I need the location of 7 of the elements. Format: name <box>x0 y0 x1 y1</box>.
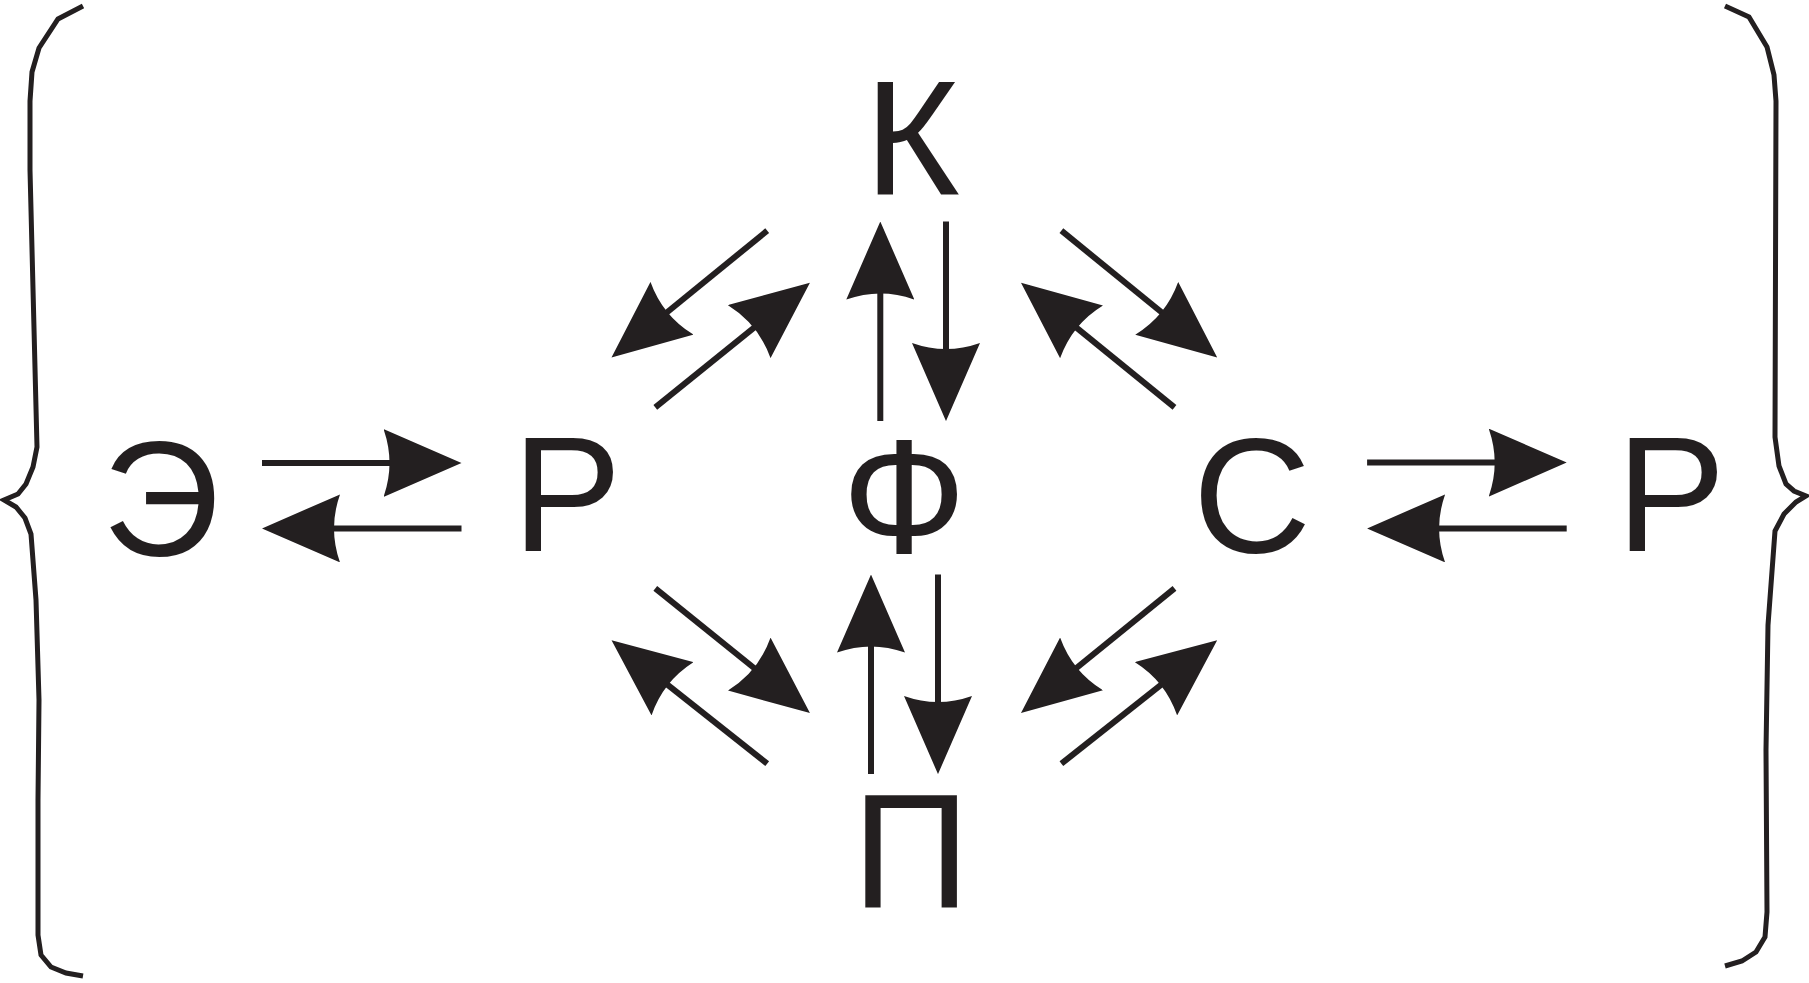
state-letter: Э <box>102 431 220 567</box>
state-letter: Р <box>1616 427 1726 563</box>
state-letter: Р <box>512 427 622 563</box>
state-letter: Ф <box>841 429 967 565</box>
state-letter: С <box>1192 428 1312 564</box>
state-letter: К <box>864 71 960 207</box>
state-letter: П <box>852 784 970 920</box>
